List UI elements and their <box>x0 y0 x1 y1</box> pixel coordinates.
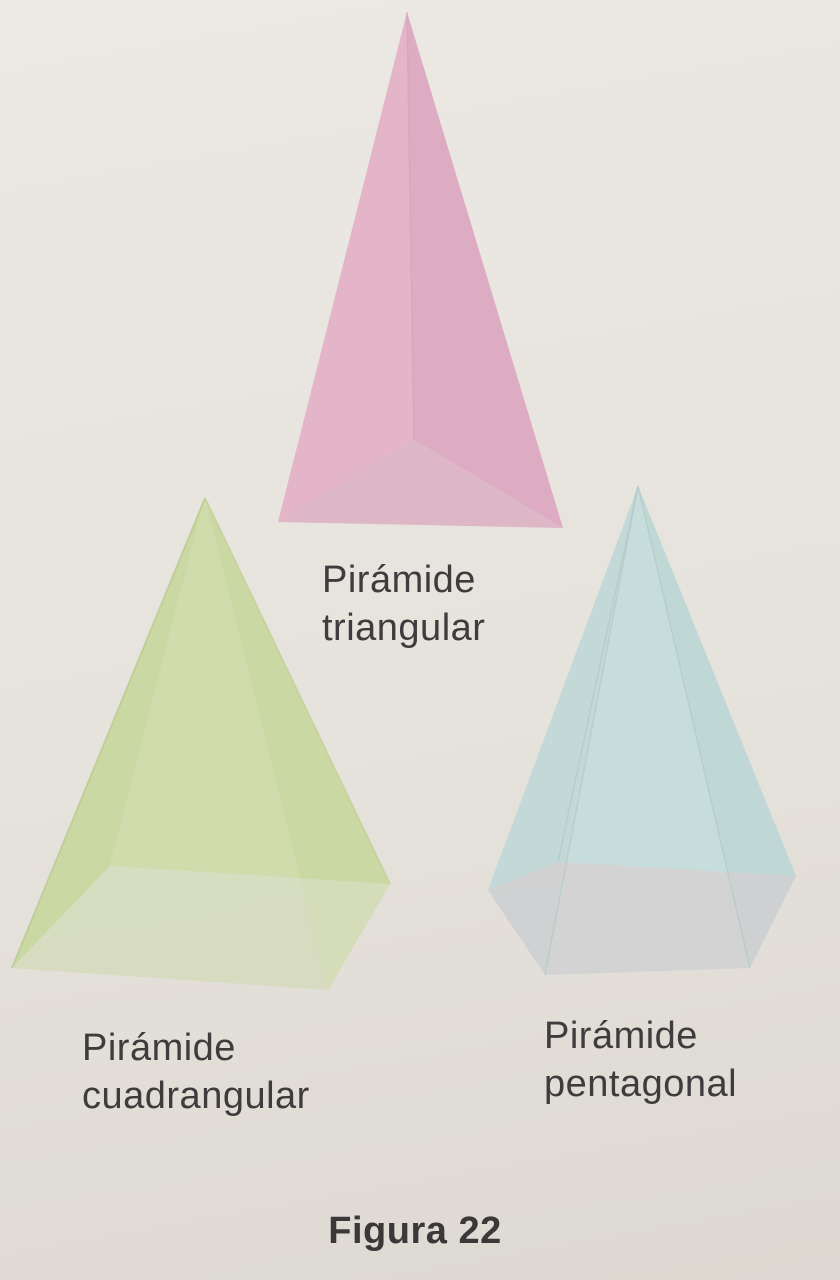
triangular-pyramid-left-face <box>278 12 414 522</box>
triangular-pyramid-right-face <box>407 12 563 528</box>
pentagonal-pyramid <box>488 485 796 976</box>
pentagonal-pyramid-label-line2: pentagonal <box>544 1063 738 1105</box>
pentagonal-pyramid-edge <box>544 485 639 976</box>
triangular-pyramid-label-line2: triangular <box>322 607 486 649</box>
square-pyramid-edge <box>11 497 206 969</box>
triangular-pyramid-base-face <box>278 440 563 528</box>
pentagonal-pyramid-label: Pirámide pentagonal <box>544 1012 737 1108</box>
triangular-pyramid-label: Pirámide triangular <box>322 556 485 652</box>
triangular-pyramid-edge <box>406 11 415 441</box>
pentagonal-pyramid-base-face <box>488 862 796 975</box>
figure-caption-text: Figura 22 <box>328 1210 502 1252</box>
pentagonal-pyramid-edge <box>637 485 751 969</box>
pentagonal-pyramid-label-line1: Pirámide <box>544 1015 698 1057</box>
square-pyramid-edge <box>204 497 391 885</box>
square-pyramid-base-face <box>12 866 390 990</box>
square-pyramid-right-face <box>205 498 390 990</box>
square-pyramid-label: Pirámide cuadrangular <box>82 1024 310 1120</box>
triangular-pyramid-label-line1: Pirámide <box>322 559 476 601</box>
pentagonal-pyramid-back-face <box>488 486 796 890</box>
triangular-pyramid <box>278 11 563 528</box>
pentagonal-pyramid-edge <box>557 485 639 863</box>
square-pyramid-label-line1: Pirámide <box>82 1027 236 1069</box>
square-pyramid <box>11 497 391 990</box>
figure-caption: Figura 22 <box>0 1210 840 1253</box>
square-pyramid-label-line2: cuadrangular <box>82 1075 310 1117</box>
